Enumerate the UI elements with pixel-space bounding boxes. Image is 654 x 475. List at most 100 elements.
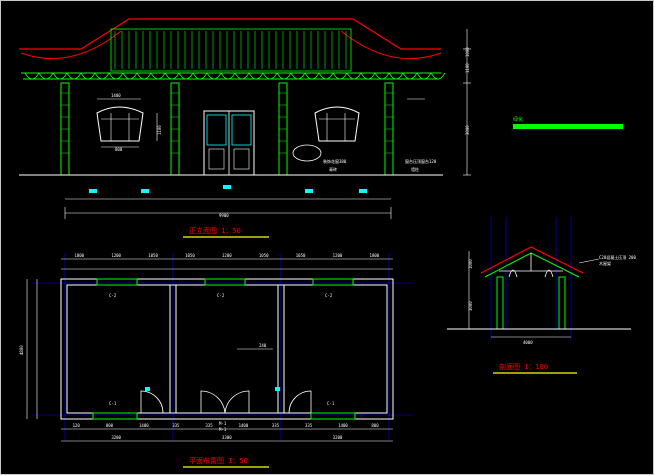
elevation-dim-total: 9900 <box>219 213 229 218</box>
plan-windows <box>92 278 356 420</box>
roof-greenery-scallop <box>94 72 110 80</box>
roof-greenery-scallop <box>332 72 348 80</box>
section-dim-bottom: 4000 <box>523 340 533 345</box>
roof-greenery-scallop <box>290 72 306 80</box>
plan-label-c2-c: C-2 <box>325 293 333 298</box>
elevation-roof <box>19 18 446 80</box>
section-walls <box>496 276 566 330</box>
plan-dim-bottom-a-4: 335 <box>205 423 213 428</box>
elevation-window-left <box>96 106 144 142</box>
elevation-dim-right-2: 3000 <box>465 125 470 135</box>
plan-door-swings <box>140 390 312 414</box>
elevation-window-right <box>314 106 360 142</box>
roof-greenery-scallop <box>402 72 418 80</box>
section-roof-inner <box>484 252 580 278</box>
plan-walls <box>60 278 394 420</box>
plan-label-c2-b: C-2 <box>217 293 225 298</box>
elevation-dim-right-1: 1100 <box>465 63 470 73</box>
section-note-1: 木屋架 <box>599 260 611 266</box>
roof-greenery-scallop <box>164 72 180 80</box>
section-title: 剖面图 1：100 <box>499 362 548 371</box>
elevation-title: 正立面图 1：50 <box>189 226 241 235</box>
elevation-note-3: 墙柱 <box>411 166 419 172</box>
roof-greenery-scallop <box>304 72 320 80</box>
elevation-dim-top-0: 1400 <box>111 93 121 98</box>
elevation-dim-top-1: 800 <box>115 147 123 152</box>
plan-label-m1-b: M-1 <box>219 427 227 432</box>
roof-greenery-scallop <box>430 72 446 80</box>
elevation-dimension-lines <box>64 29 471 219</box>
plan-dim-bottom-a-7: 335 <box>305 423 313 428</box>
plan-dimension-lines <box>26 258 393 442</box>
plan-dim-bottom-a-6: 335 <box>272 423 280 428</box>
roof-greenery-scallop <box>248 72 264 80</box>
section-roof-outline <box>480 246 584 274</box>
plan-dim-top-7: 1200 <box>333 253 343 258</box>
roof-greenery-scallop <box>220 72 236 80</box>
roof-greenery <box>24 72 446 80</box>
plan-dim-top-4: 1200 <box>222 253 232 258</box>
plan-dim-bottom-a-1: 800 <box>106 423 114 428</box>
legend-label: 绿化 <box>513 116 523 123</box>
plan-dim-bottom-a-2: 1400 <box>139 423 149 428</box>
lattice-ornament <box>292 144 322 162</box>
plan-dim-left-0: 4800 <box>19 345 24 355</box>
roof-greenery-scallop <box>374 72 390 80</box>
legend-swatch <box>513 124 623 129</box>
elevation-double-door <box>203 110 255 176</box>
roof-greenery-scallop <box>234 72 250 80</box>
roof-greenery-scallop <box>66 72 82 80</box>
roof-greenery-scallop <box>206 72 222 80</box>
roof-greenery-scallop <box>262 72 278 80</box>
roof-greenery-scallop <box>178 72 194 80</box>
section-dim-left-1: 3000 <box>468 301 473 311</box>
roof-greenery-scallop <box>136 72 152 80</box>
roof-greenery-scallop <box>192 72 208 80</box>
wall-vents <box>89 185 367 193</box>
plan-dim-bottom-a-3: 335 <box>172 423 180 428</box>
plan-dim-bottom-a-0: 120 <box>73 423 81 428</box>
plan-dim-bottom-a-8: 1400 <box>338 423 348 428</box>
elevation-note-1: 青砖 <box>329 166 337 172</box>
plan-dim-top-2: 1050 <box>148 253 158 258</box>
plan-dim-top-6: 1050 <box>296 253 306 258</box>
plan-label-c2-a: C-2 <box>109 293 117 298</box>
elevation-dim-left-0: 1100 <box>157 125 162 135</box>
plan-label-c1-b: C-1 <box>327 401 335 406</box>
roof-greenery-scallop <box>416 72 432 80</box>
plan-mid-dim: 240 <box>259 343 267 348</box>
plan-label-c1-a: C-1 <box>109 401 117 406</box>
roof-greenery-scallop <box>122 72 138 80</box>
roof-greenery-scallop <box>24 72 40 80</box>
section-truss <box>499 253 563 278</box>
elevation-note-2: 窗台压顶窗台120 <box>405 158 437 164</box>
section-axis-lines <box>490 217 572 341</box>
section-note-0: C20混凝土压顶 200 <box>599 254 636 260</box>
roof-greenery-scallop <box>318 72 334 80</box>
roof-greenery-scallop <box>150 72 166 80</box>
plan-axis-lines <box>31 253 413 441</box>
elevation-note-0: 装饰花窗380 <box>323 158 347 164</box>
roof-greenery-scallop <box>388 72 404 80</box>
roof-greenery-scallop <box>346 72 362 80</box>
plan-markers <box>145 387 280 391</box>
roof-greenery-scallop <box>360 72 376 80</box>
roof-greenery-scallop <box>80 72 96 80</box>
plan-title: 平面布置图 1：50 <box>189 456 248 465</box>
plan-dim-bottom-b-2: 3200 <box>333 435 343 440</box>
roof-tiles <box>114 31 347 69</box>
front-elevation: 1400 800 9900 1000 1100 3000 1100 装饰花窗38… <box>19 18 471 238</box>
plan-dim-top-1: 1200 <box>111 253 121 258</box>
section-dimension-lines <box>468 251 600 338</box>
plan-dim-top-3: 1050 <box>185 253 195 258</box>
plan-dim-top-5: 1050 <box>259 253 269 258</box>
plan-dim-bottom-b-0: 3200 <box>111 435 121 440</box>
plan-label-m1-a: M-1 <box>219 421 227 426</box>
section-view: 1000 3000 4000 C20混凝土压顶 200 木屋架 剖面图 1：10… <box>447 217 636 374</box>
